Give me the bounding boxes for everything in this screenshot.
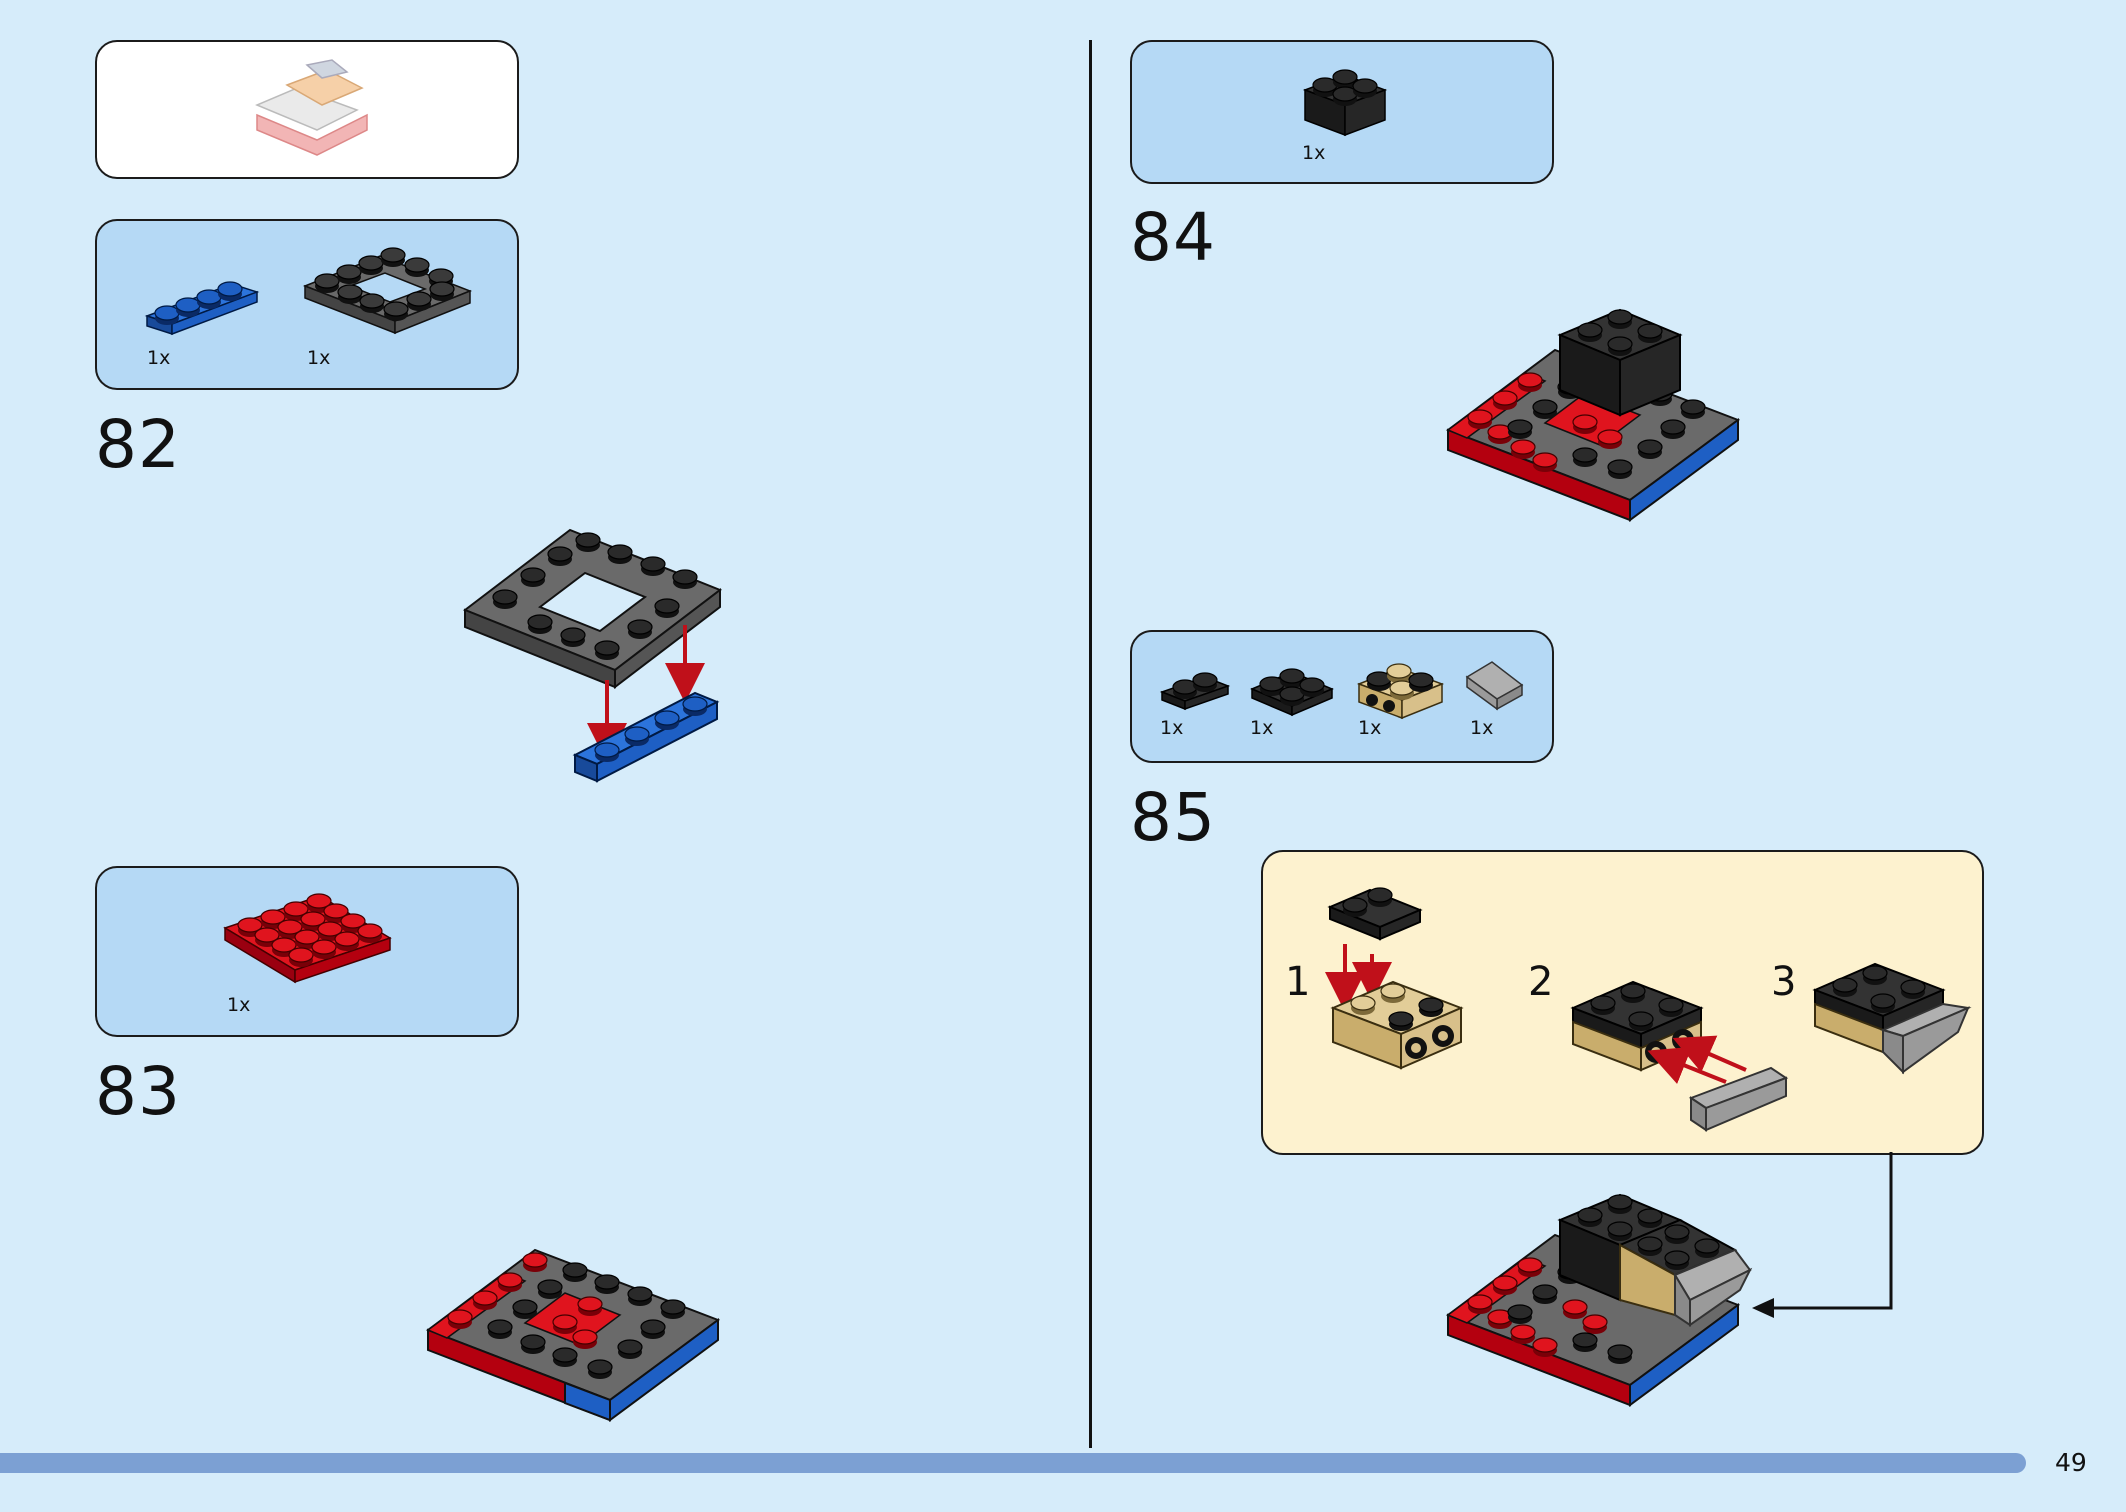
step-82-assembly <box>462 528 723 783</box>
substep-1-tan-brick <box>1330 980 1464 1070</box>
subassembly-connector-arrow <box>1752 1152 1893 1318</box>
subassembly-box: 1 2 3 <box>1261 850 1984 1155</box>
page-footer-bar <box>0 1453 2026 1473</box>
part-quantity: 1x <box>1302 142 1326 164</box>
part-quantity: 1x <box>307 347 331 369</box>
part-quantity: 1x <box>1358 717 1382 739</box>
step-85-assembly <box>1445 1193 1753 1407</box>
step-number-83: 83 <box>95 1053 181 1130</box>
step-number-82: 82 <box>95 406 181 483</box>
part-quantity: 1x <box>1470 717 1494 739</box>
black-plate-2x2 <box>1250 668 1334 717</box>
dark-gray-frame-plate-4x4 <box>302 247 473 335</box>
gray-slope-tile <box>1465 661 1524 711</box>
part-quantity: 1x <box>227 994 251 1016</box>
black-brick-2x2 <box>1302 69 1388 137</box>
substep-3-illustration <box>1812 962 1972 1075</box>
page-divider <box>1089 40 1092 1448</box>
page-number: 49 <box>2055 1448 2087 1477</box>
tan-brick-2x2-side-studs <box>1356 663 1445 720</box>
part-quantity: 1x <box>147 347 171 369</box>
substep-number-2: 2 <box>1528 959 1554 1005</box>
red-plate-4x4 <box>223 893 392 984</box>
substep-number-1: 1 <box>1285 959 1311 1005</box>
step-84-parts-box: 1x <box>1130 40 1554 184</box>
step-number-85: 85 <box>1130 779 1216 856</box>
substep-1-illustration <box>1325 887 1423 1012</box>
step-85-parts-box: 1x 1x 1x 1x <box>1130 630 1554 763</box>
substep-number-3: 3 <box>1771 959 1797 1005</box>
previous-model-illustration <box>255 59 368 156</box>
step-84-assembly <box>1445 308 1741 522</box>
step-number-84: 84 <box>1130 199 1216 276</box>
blue-plate-1x4 <box>144 281 260 336</box>
substep-2-illustration <box>1570 980 1789 1132</box>
step-83-parts-box: 1x <box>95 866 519 1037</box>
previous-model-box <box>95 40 519 179</box>
step-82-parts-box: 1x 1x <box>95 219 519 390</box>
part-quantity: 1x <box>1160 717 1184 739</box>
part-quantity: 1x <box>1250 717 1274 739</box>
black-plate-1x2 <box>1159 672 1231 711</box>
step-83-assembly <box>425 1248 721 1422</box>
